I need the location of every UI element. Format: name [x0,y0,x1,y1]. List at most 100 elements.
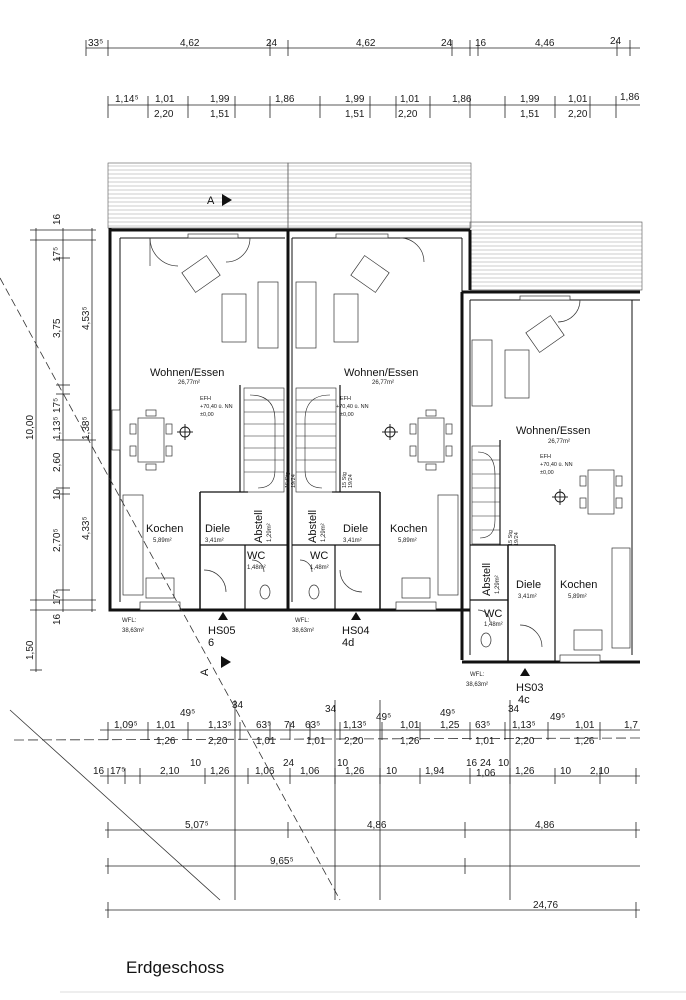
dim-label: 34 [232,700,244,711]
dim-label: 1,50 [25,640,36,660]
entrance-arrow [520,668,530,676]
room-area: 5,89m² [153,538,172,544]
wfl-label: WFL: [470,672,485,678]
wfl-value: 38,63m² [122,628,144,634]
dim-label: 1,99 [520,94,540,105]
dim-label: 49⁵ [376,712,391,723]
dim-label: 2,20 [154,109,174,120]
dim-label: 1,99 [345,94,365,105]
room-name: WC [310,550,328,562]
room-name: Diele [343,523,368,535]
dim-label: 1,26 [575,736,595,747]
room-name: Wohnen/Essen [516,425,590,437]
dim-label: 4,53⁵ [81,306,92,330]
dim-label: 1,26 [210,766,230,777]
dim-label: 4,86 [367,820,387,831]
walls [108,228,640,664]
efh-level: +70,40 ü. NN [336,404,369,410]
stairs-count: 15 Stg [285,472,291,488]
dim-label: 2,70⁵ [52,528,63,552]
dim-label: 24 [441,38,453,49]
section-marker-top: A [207,194,232,207]
efh-level: +70,40 ü. NN [540,462,573,468]
room-area: 1,29m² [495,575,501,594]
room-name: Wohnen/Essen [150,367,224,379]
dim-label: 74 [284,720,296,731]
dim-label: 1,06 [255,766,275,777]
efh-label: EFH [540,454,551,460]
dim-label: 2,10 [590,766,610,777]
room-area: 5,89m² [398,538,417,544]
dim-label: 17⁵ [52,247,63,262]
dim-label: 1,06 [476,768,496,779]
dim-label: 24 [283,758,295,769]
dim-label: 24 [480,758,492,769]
efh-zero: ±0,00 [200,412,214,418]
dim-label: 1,01 [256,736,276,747]
dim-label: 2,20 [344,736,364,747]
dim-label: 1,51 [210,109,230,120]
efh-level: +70,40 ü. NN [200,404,233,410]
dim-label: 1,01 [306,736,326,747]
house-sub-number: 4d [342,637,354,649]
dim-label: 34 [325,704,337,715]
dim-label: 2,20 [208,736,228,747]
room-area: 1,29m² [321,523,327,542]
dim-label: 10 [52,488,63,500]
stairs-ratio: 19/24 [291,474,297,488]
terrace-hs05 [107,162,289,229]
room-name: Kochen [560,579,597,591]
dim-label: 4,33⁵ [81,516,92,540]
room-area: 1,48m² [247,565,266,571]
house-number: HS05 [208,625,236,637]
dim-label: 10 [386,766,398,777]
dim-label: 10 [560,766,572,777]
room-name: Diele [516,579,541,591]
dim-label: 1,51 [520,109,540,120]
dim-label: 1,01 [475,736,495,747]
bottom-dimension-lines [100,700,640,918]
room-area: 26,77m² [372,380,394,386]
dim-label: 1,01 [575,720,595,731]
dim-label: 1,86 [620,92,640,103]
dim-label: 2,20 [398,109,418,120]
room-area: 3,41m² [343,538,362,544]
dim-label: 10,00 [25,415,36,440]
room-area: 3,41m² [205,538,224,544]
stairs-ratio: 19/24 [514,532,520,546]
dim-label: 49⁵ [440,708,455,719]
dim-label: 10 [190,758,202,769]
dim-label: 3,75 [52,318,63,338]
terrace-hs03 [469,221,643,291]
top-dimension-chain-2 [107,96,640,118]
room-area: 5,89m² [568,594,587,600]
room-name: Abstell [481,563,493,596]
dim-label: 1,7 [624,720,638,731]
wfl-value: 38,63m² [466,682,488,688]
dim-label: 16 [466,758,478,769]
dim-label: 2,10 [160,766,180,777]
entrance-arrow [218,612,228,620]
dim-label: 1,51 [345,109,365,120]
stairs-count: 15 Stg [508,530,514,546]
room-area: 26,77m² [548,439,570,445]
dim-label: 4,62 [356,38,376,49]
dim-label: 1,13⁵ [512,720,536,731]
dim-label: 4,46 [535,38,555,49]
dim-label: 1,14⁵ [115,94,139,105]
dim-label: 10 [498,758,510,769]
dim-label: 9,65⁵ [270,856,294,867]
dim-label: 17⁵ [52,398,63,413]
dim-label: 1,25 [440,720,460,731]
dim-label: 16 [475,38,487,49]
dim-label: 49⁵ [180,708,195,719]
dim-label: 24 [266,38,278,49]
efh-zero: ±0,00 [540,470,554,476]
dim-label: 1,26 [515,766,535,777]
drawing-title: Erdgeschoss [126,958,225,977]
dim-label: 2,20 [568,109,588,120]
room-name: Abstell [307,510,319,543]
dim-label: 1,01 [568,94,588,105]
dim-label: 24 [610,36,622,47]
dim-label: 1,86 [275,94,295,105]
